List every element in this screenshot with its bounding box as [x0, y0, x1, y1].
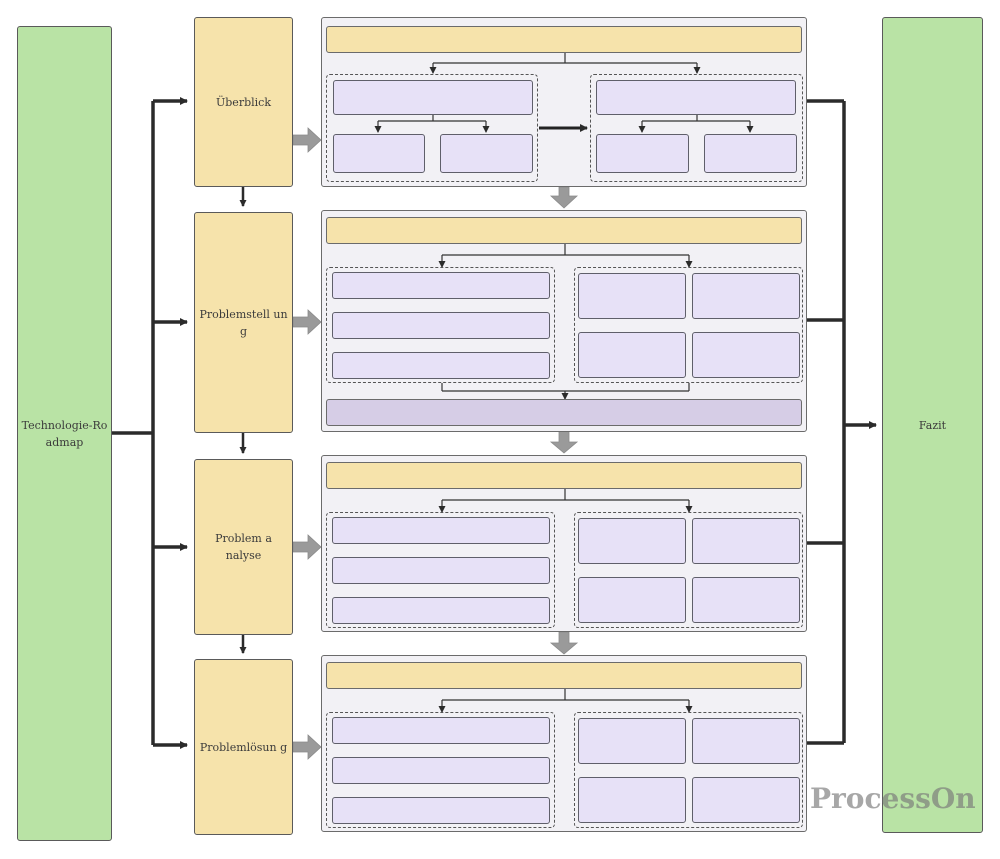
panel-connectors	[438, 489, 693, 513]
roadmap-to-stages-connector	[111, 97, 188, 749]
left-group	[326, 267, 555, 383]
stage-node-problemstellung[interactable]: Problemstell ung	[194, 212, 293, 433]
detail-panel-problemloesung	[321, 655, 807, 832]
right-group	[574, 712, 803, 828]
processon-watermark: ProcessOn	[810, 782, 976, 815]
panel-connectors	[438, 689, 693, 713]
stage-node-ueberblick[interactable]: Überblick	[194, 17, 293, 187]
content-box[interactable]	[332, 272, 550, 299]
right-group	[590, 74, 803, 182]
content-box[interactable]	[578, 332, 686, 378]
panel-header-bar[interactable]	[326, 462, 802, 489]
stage-to-panel-arrows	[292, 127, 322, 760]
left-group	[326, 712, 555, 828]
content-box[interactable]	[332, 597, 550, 624]
content-box[interactable]	[596, 80, 796, 115]
content-box[interactable]	[333, 80, 533, 115]
stage-label: Problemlösun g	[199, 740, 288, 754]
start-node-label: Technologie-Roadmap	[21, 418, 108, 449]
content-box[interactable]	[692, 273, 800, 319]
content-box[interactable]	[332, 517, 550, 544]
stage-label: Problem analyse	[215, 532, 272, 562]
left-group	[326, 74, 538, 182]
panels-to-fazit-connector	[806, 99, 877, 745]
detail-panel-problem-analyse	[321, 455, 807, 632]
panel-header-bar[interactable]	[326, 26, 802, 53]
content-box[interactable]	[333, 134, 425, 173]
panel-header-bar[interactable]	[326, 217, 802, 244]
start-node-technologie-roadmap[interactable]: Technologie-Roadmap	[17, 26, 112, 841]
content-box[interactable]	[692, 332, 800, 378]
content-box[interactable]	[704, 134, 797, 173]
panel-header-bar[interactable]	[326, 662, 802, 689]
content-box[interactable]	[578, 777, 686, 823]
panel-connectors	[438, 244, 693, 400]
left-group	[326, 512, 555, 628]
content-box[interactable]	[332, 757, 550, 784]
content-box[interactable]	[692, 777, 800, 823]
content-box[interactable]	[332, 352, 550, 379]
panel-sequence-arrows	[549, 186, 579, 655]
content-box[interactable]	[578, 273, 686, 319]
content-box[interactable]	[596, 134, 689, 173]
stage-label: Problemstell ung	[199, 307, 288, 338]
content-box[interactable]	[692, 577, 800, 623]
content-box[interactable]	[692, 718, 800, 764]
right-group	[574, 512, 803, 628]
content-box[interactable]	[578, 718, 686, 764]
stage-label: Überblick	[216, 95, 271, 109]
content-box[interactable]	[578, 577, 686, 623]
end-node-fazit[interactable]: Fazit	[882, 17, 983, 833]
content-box[interactable]	[692, 518, 800, 564]
content-box[interactable]	[578, 518, 686, 564]
end-node-label: Fazit	[918, 418, 947, 432]
content-box[interactable]	[440, 134, 533, 173]
right-group	[574, 267, 803, 383]
stage-node-problemloesung[interactable]: Problemlösun g	[194, 659, 293, 835]
detail-panel-problemstellung	[321, 210, 807, 432]
content-box[interactable]	[332, 717, 550, 744]
content-box[interactable]	[332, 557, 550, 584]
detail-panel-ueberblick	[321, 17, 807, 187]
stage-node-problem-analyse[interactable]: Problem analyse	[194, 459, 293, 635]
panel-summary-bar[interactable]	[326, 399, 802, 426]
content-box[interactable]	[332, 797, 550, 824]
content-box[interactable]	[332, 312, 550, 339]
panel-connectors	[374, 53, 754, 133]
